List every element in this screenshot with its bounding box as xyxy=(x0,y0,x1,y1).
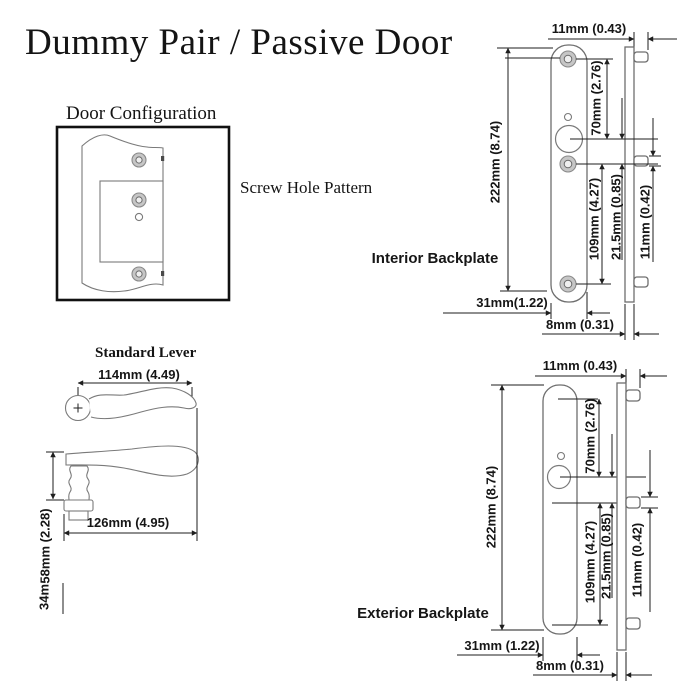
lever-partial-dim: 34m xyxy=(37,584,52,610)
screw-head-middle xyxy=(131,192,147,208)
screw-head-bottom xyxy=(559,275,577,293)
interior-plate-side-view xyxy=(624,46,635,303)
spindle-hole xyxy=(563,112,573,122)
mount-tab-top xyxy=(625,389,641,402)
exterior-plate-side-view xyxy=(616,382,627,651)
exterior-tab-dim: 11mm (0.42) xyxy=(630,523,645,597)
mount-tab-bottom xyxy=(633,276,649,288)
lever-spindle-neck xyxy=(68,465,90,501)
spindle-hole xyxy=(134,212,144,222)
screw-hole-pattern-label: Screw Hole Pattern xyxy=(240,178,373,197)
interior-tab-offset-dim: 11mm (0.43) xyxy=(552,21,626,36)
exterior-70-dim: 70mm (2.76) xyxy=(583,398,598,473)
screw-head-top xyxy=(131,152,147,168)
exterior-height-dim: 222mm (8.74) xyxy=(484,466,499,548)
mount-tab-top xyxy=(633,51,649,63)
interior-21-dim: 21.5mm (0.85) xyxy=(609,174,624,260)
exterior-109-dim: 109mm (4.27) xyxy=(583,521,598,603)
page-title: Dummy Pair / Passive Door xyxy=(25,22,453,63)
interior-thickness-dim: 8mm (0.31) xyxy=(546,317,614,332)
mount-tab-middle xyxy=(625,496,641,509)
interior-backplate-panel: 11mm (0.43) 222mm (8.74) xyxy=(372,21,677,340)
standard-lever-heading: Standard Lever xyxy=(95,345,197,361)
interior-width-dim: 31mm(1.22) xyxy=(476,295,548,310)
interior-109-dim: 109mm (4.27) xyxy=(587,178,602,260)
interior-plate-front-view xyxy=(550,44,588,303)
edge-tick-top xyxy=(161,156,165,161)
exterior-thickness-dim: 8mm (0.31) xyxy=(536,658,604,673)
door-configuration-frame xyxy=(55,125,231,302)
spindle-hole xyxy=(556,451,566,461)
interior-70-dim: 70mm (2.76) xyxy=(589,60,604,135)
edge-tick-bottom xyxy=(161,271,165,276)
screw-head-middle xyxy=(559,155,577,173)
screw-pattern-cutout xyxy=(99,180,164,263)
screw-head-top xyxy=(559,50,577,68)
exterior-tab-offset-dim: 11mm (0.43) xyxy=(543,358,617,373)
exterior-backplate-panel: 11mm (0.43) 222mm (8.74) 70mm (2.76) 109… xyxy=(357,358,667,681)
mount-tab-bottom xyxy=(625,617,641,630)
door-configuration-panel: Door Configuration Screw Hole Pattern xyxy=(55,103,373,302)
interior-backplate-label: Interior Backplate xyxy=(372,250,499,267)
standard-lever-panel: Standard Lever 114mm (4.49) 58mm (2.28) … xyxy=(37,345,199,614)
screw-head-bottom xyxy=(131,266,147,282)
lever-top-length-dim: 114mm (4.49) xyxy=(98,367,180,382)
door-configuration-heading: Door Configuration xyxy=(66,103,217,124)
exterior-plate-front-view xyxy=(542,384,578,635)
interior-height-dim: 222mm (8.74) xyxy=(488,121,503,203)
lever-base xyxy=(68,510,89,521)
exterior-21-dim: 21.5mm (0.85) xyxy=(599,513,614,599)
lever-blade-top-view xyxy=(88,387,197,420)
lever-collar xyxy=(63,499,94,512)
lever-side-length-dim: 126mm (4.95) xyxy=(87,515,169,530)
exterior-width-dim: 31mm (1.22) xyxy=(464,638,539,653)
lever-height-dim: 58mm (2.28) xyxy=(38,508,53,583)
interior-tab-dim: 11mm (0.42) xyxy=(638,185,653,259)
lever-blade-side-view xyxy=(65,445,199,477)
exterior-backplate-label: Exterior Backplate xyxy=(357,605,489,622)
